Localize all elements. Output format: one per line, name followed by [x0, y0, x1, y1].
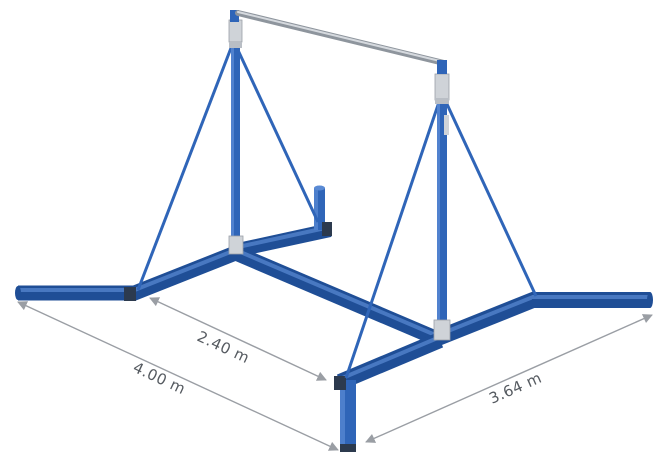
- front-foot-end-cap: [340, 444, 356, 452]
- right-upright-top-clamp: [434, 73, 450, 101]
- right-foot-open-end: [647, 292, 653, 308]
- rear-rail-end-cap: [322, 222, 332, 236]
- right-upright-assembly: [344, 60, 538, 379]
- dimension-label-frame-width: 2.40 m: [194, 327, 252, 367]
- left-base-rail: [129, 245, 241, 301]
- dimension-line-frame-width: [149, 297, 327, 381]
- dimension-label-base-depth: 3.64 m: [486, 369, 544, 408]
- left-foot-end-cap: [124, 287, 136, 301]
- rear-post: [314, 188, 325, 230]
- left-upright-assembly: [136, 10, 320, 291]
- dimension-line-base-length: [17, 301, 339, 451]
- right-upright-base-bracket: [433, 319, 451, 341]
- right-cable-front: [344, 101, 441, 379]
- front-base-rail: [336, 332, 444, 390]
- high-bar: [235, 10, 447, 66]
- front-rail-end-cap: [334, 376, 346, 390]
- left-cable-inner: [235, 47, 320, 223]
- dimension-lines: [17, 297, 653, 451]
- right-upright-tension-clamp: [444, 115, 449, 135]
- base-frame: [15, 185, 653, 452]
- center-base-rail: [235, 247, 443, 347]
- rear-rail: [236, 223, 332, 257]
- left-foot-open-end: [15, 286, 21, 300]
- left-cable-outer: [136, 47, 233, 291]
- dimension-line-base-depth: [365, 314, 653, 443]
- left-upright-base-bracket: [228, 235, 244, 255]
- right-base-rail: [435, 290, 541, 346]
- right-upright-pole: [437, 70, 447, 340]
- left-upright-top-clamp: [228, 19, 243, 43]
- right-cable-back: [444, 101, 538, 297]
- dimension-label-base-length: 4.00 m: [130, 358, 188, 398]
- left-upright-pole: [231, 38, 240, 252]
